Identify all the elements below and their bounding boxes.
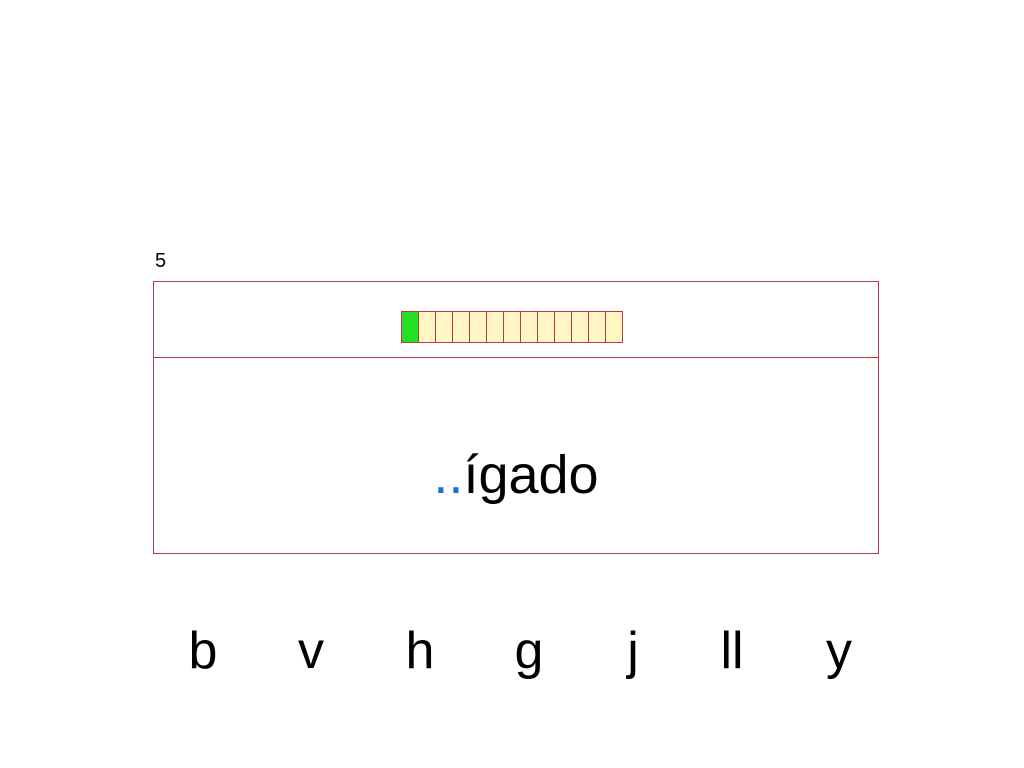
target-word: ..ígado [154, 445, 878, 505]
word-blank: .. [433, 445, 464, 505]
option-ll[interactable]: ll [720, 622, 744, 680]
option-v[interactable]: v [298, 622, 324, 680]
progress-cell-done [401, 311, 419, 343]
progress-cell-pending [469, 311, 487, 343]
progress-cell-pending [554, 311, 572, 343]
progress-row [154, 282, 878, 358]
progress-bar [401, 311, 623, 343]
progress-cell-pending [486, 311, 504, 343]
option-h[interactable]: h [405, 622, 435, 680]
progress-cell-pending [452, 311, 470, 343]
letter-options: b v h g j ll y [148, 620, 890, 690]
option-b[interactable]: b [188, 622, 218, 680]
progress-cell-pending [503, 311, 521, 343]
progress-cell-pending [520, 311, 538, 343]
exercise-card: ..ígado [153, 281, 879, 554]
option-j[interactable]: j [627, 622, 639, 680]
progress-cell-pending [588, 311, 606, 343]
word-area: ..ígado [154, 359, 878, 553]
progress-cell-pending [605, 311, 623, 343]
word-rest: ígado [463, 445, 599, 505]
progress-cell-pending [435, 311, 453, 343]
progress-cell-pending [418, 311, 436, 343]
progress-cell-pending [571, 311, 589, 343]
progress-cell-pending [537, 311, 555, 343]
question-number: 5 [155, 250, 167, 272]
option-g[interactable]: g [514, 622, 544, 680]
option-y[interactable]: y [826, 622, 852, 680]
